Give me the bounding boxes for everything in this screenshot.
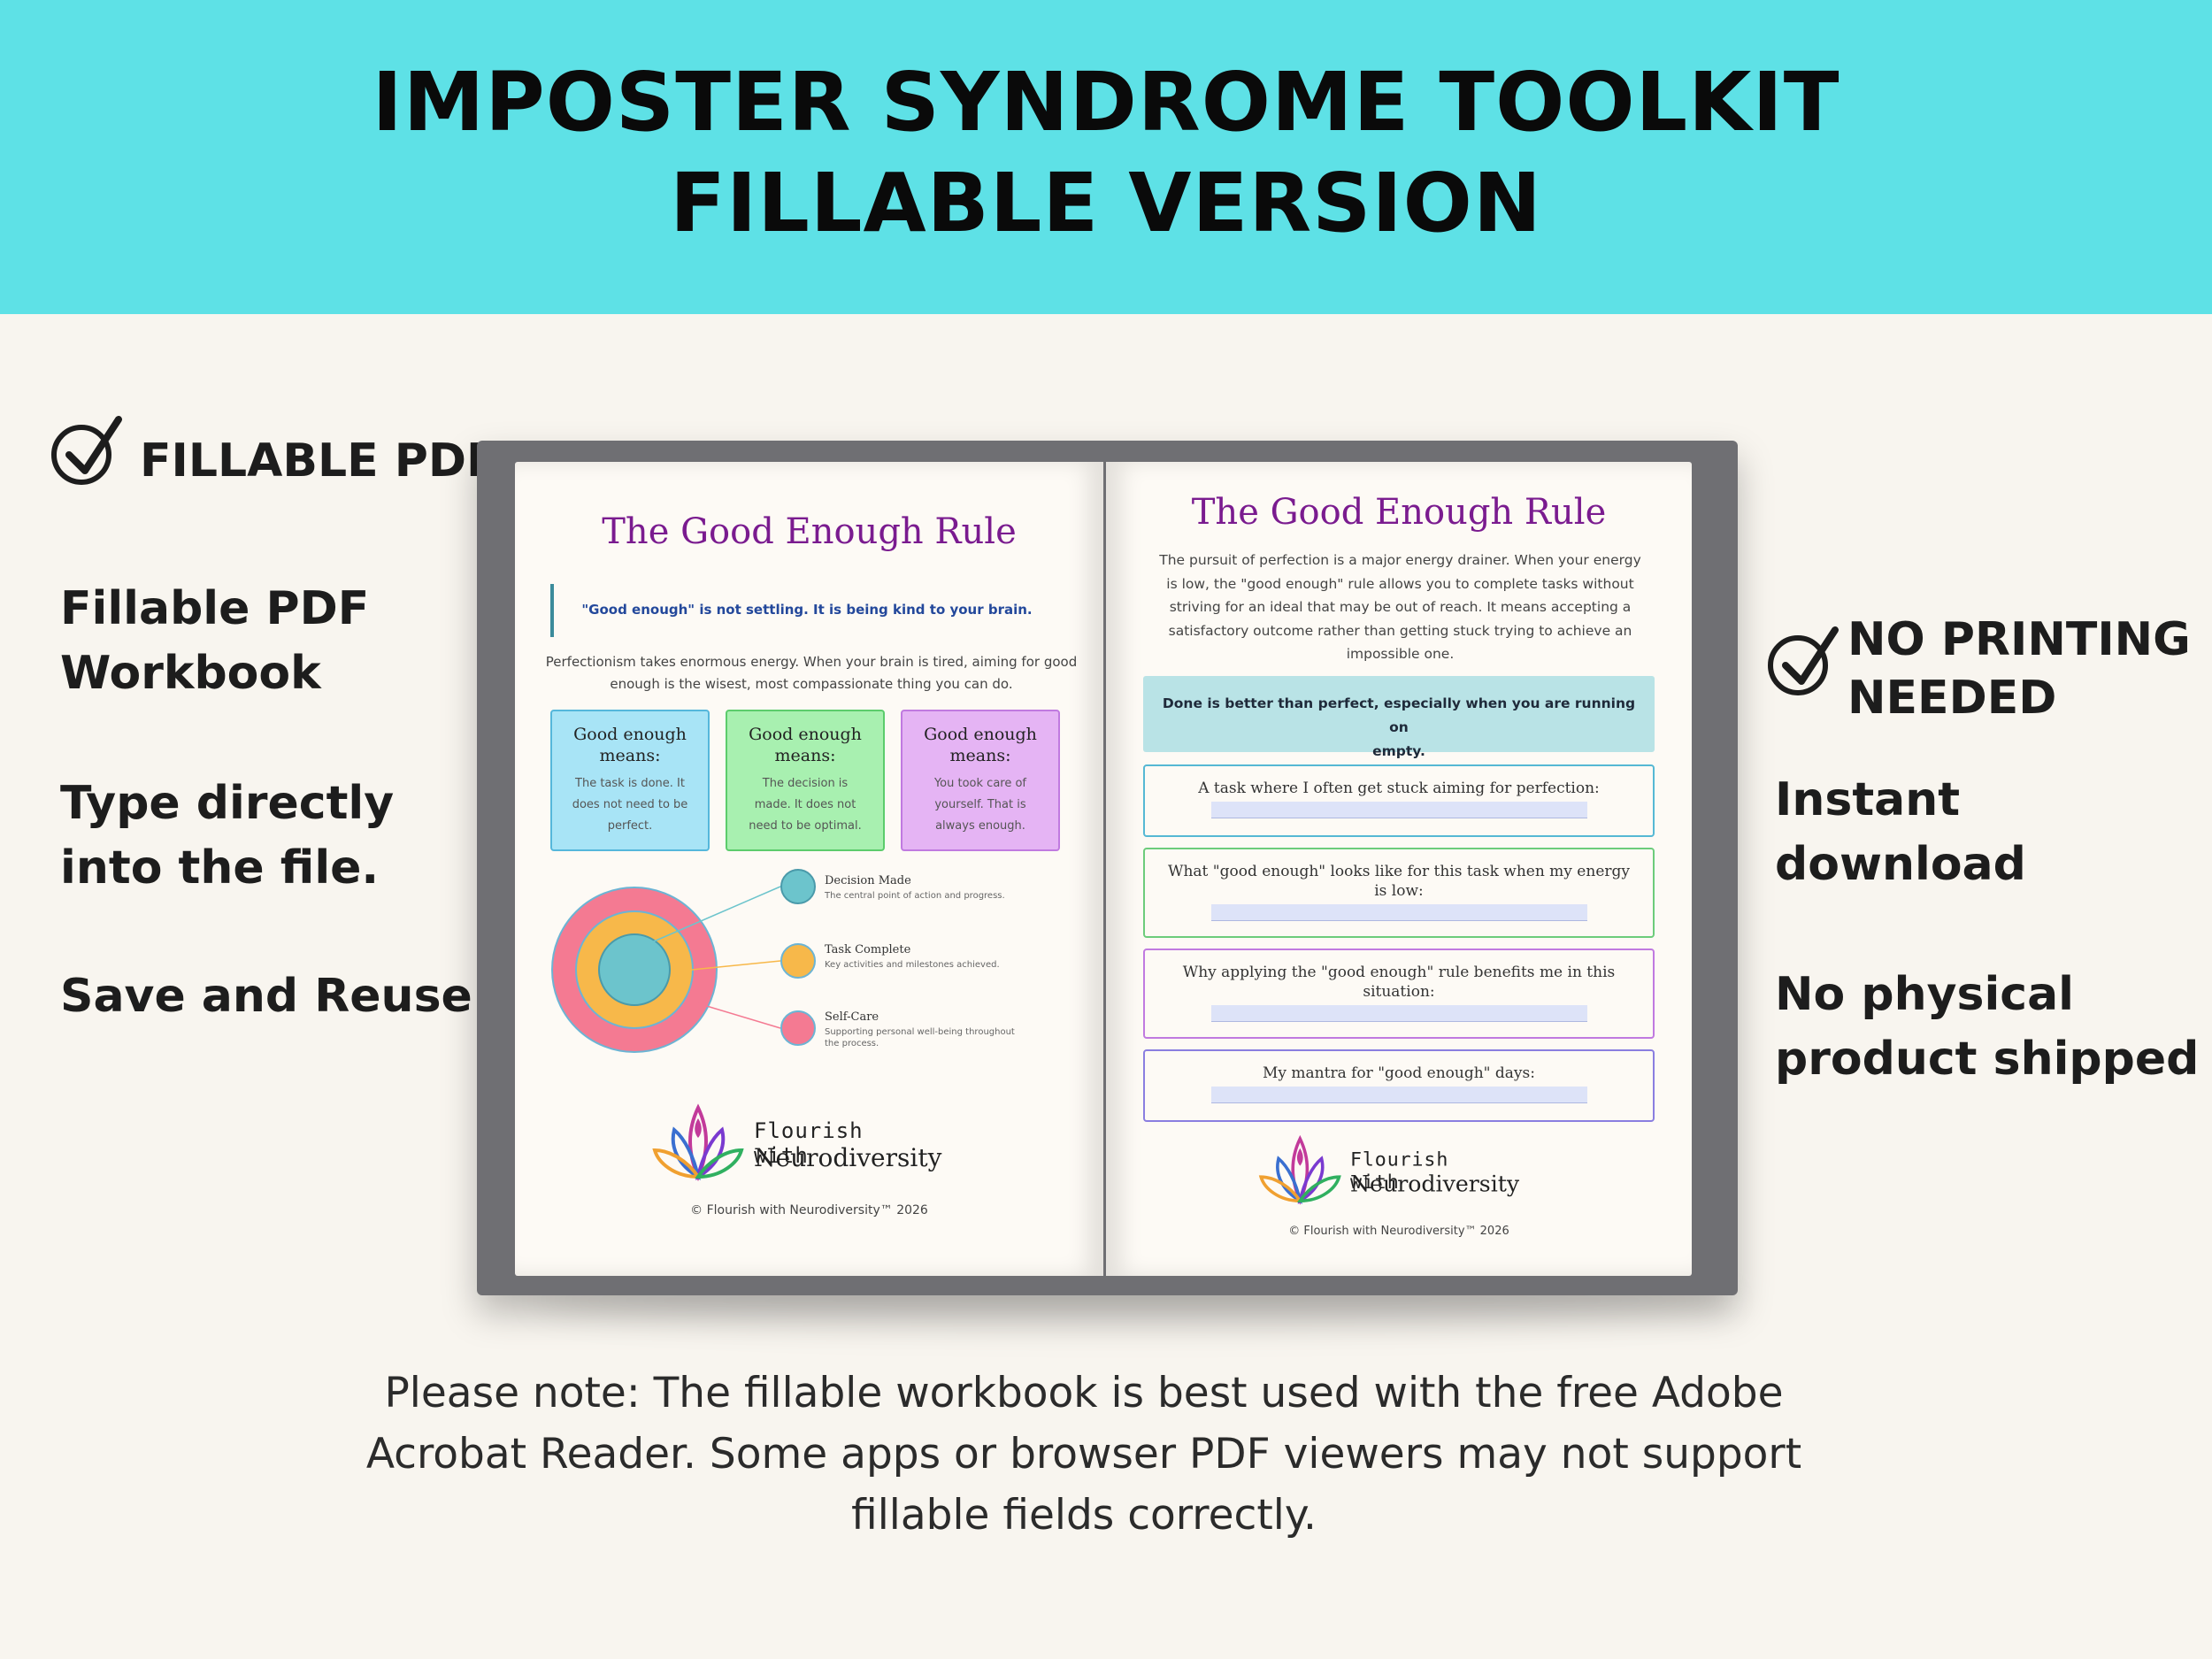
text-input[interactable] [1210, 802, 1587, 818]
quote-text: "Good enough" is not settling. It is bei… [581, 602, 1033, 618]
inner-circle [598, 933, 671, 1006]
brand-logo: Flourish with Neurodiversity [648, 1099, 941, 1196]
copyright-text: © Flourish with Neurodiversity™ 2026 [690, 1203, 928, 1217]
brand-logo: Flourish with Neurodiversity [1255, 1131, 1519, 1218]
logo-text-line1: Flourish with [1350, 1148, 1449, 1194]
logo-text-line2: Neurodiversity [1350, 1171, 1520, 1197]
field-label: A task where I often get stuck aiming fo… [1198, 780, 1600, 797]
diagram-sub-task: Key activities and milestones achieved. [825, 960, 1000, 970]
lotus-icon [1258, 1134, 1341, 1205]
fillable-field-good-enough-looks: What "good enough" looks like for this t… [1143, 848, 1655, 938]
fillable-field-perfection-task: A task where I often get stuck aiming fo… [1143, 764, 1655, 837]
checkmark-circle-icon [51, 416, 122, 485]
intro-text: The pursuit of perfection is a major ene… [1159, 552, 1641, 662]
diagram-sub-decision: The central point of action and progress… [825, 891, 1005, 901]
text-input[interactable] [1210, 1087, 1587, 1103]
diagram-label-decision: Decision Made [825, 874, 911, 887]
page-title: The Good Enough Rule [602, 511, 1017, 552]
banner-title-line1: IMPOSTER SYNDROME TOOLKIT [372, 55, 1840, 150]
diagram-graphic [551, 869, 816, 1053]
checkmark-circle-icon [1768, 626, 1839, 695]
task-complete-dot [780, 943, 816, 979]
workbook-right-page: The Good Enough Rule The pursuit of perf… [1106, 462, 1692, 1276]
logo-text-line2: Neurodiversity [754, 1143, 942, 1172]
diagram-label-self-care: Self-Care [825, 1010, 879, 1024]
diagram-sub-self-care: Supporting personal well-being throughou… [825, 1027, 1015, 1048]
page-title: The Good Enough Rule [1191, 492, 1607, 533]
fillable-pdf-label: FILLABLE PDF [140, 434, 498, 488]
field-label: What "good enough" looks like for this t… [1168, 863, 1630, 900]
copyright-text: © Flourish with Neurodiversity™ 2026 [1288, 1225, 1509, 1238]
workbook-left-page: The Good Enough Rule "Good enough" is no… [515, 462, 1103, 1276]
logo-text-line1: Flourish with [754, 1118, 864, 1168]
quote-accent-bar [550, 584, 554, 637]
fillable-field-mantra: My mantra for "good enough" days: [1143, 1049, 1655, 1122]
self-care-dot [780, 1010, 816, 1046]
field-label: My mantra for "good enough" days: [1263, 1064, 1535, 1082]
callout-box: Done is better than perfect, especially … [1143, 676, 1655, 759]
concentric-circles-diagram: Decision Made The central point of actio… [515, 869, 1103, 1099]
intro-text: Perfectionism takes enormous energy. Whe… [545, 654, 1078, 692]
text-input[interactable] [1210, 904, 1587, 921]
usage-note: Please note: The fillable workbook is be… [365, 1369, 1802, 1540]
diagram-label-task: Task Complete [825, 943, 911, 956]
field-label: Why applying the "good enough" rule bene… [1182, 964, 1616, 1001]
fillable-field-benefits: Why applying the "good enough" rule bene… [1143, 949, 1655, 1039]
header-banner: IMPOSTER SYNDROME TOOLKIT FILLABLE VERSI… [0, 0, 2212, 314]
lotus-icon [652, 1103, 744, 1182]
feature-save-reuse: Save and Reuse. [60, 970, 490, 1023]
decision-made-dot [780, 869, 816, 904]
banner-title-line2: FILLABLE VERSION [670, 156, 1542, 250]
text-input[interactable] [1210, 1005, 1587, 1022]
